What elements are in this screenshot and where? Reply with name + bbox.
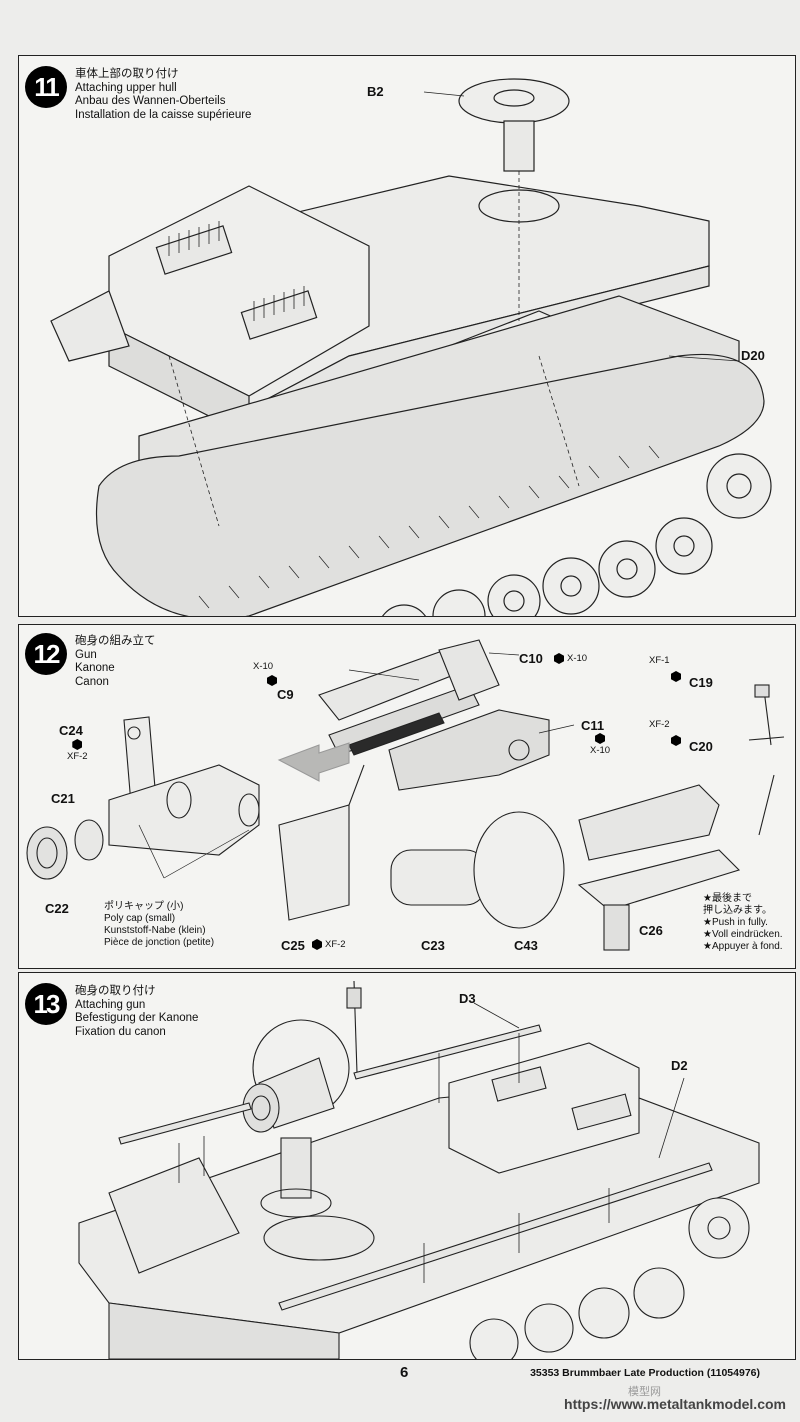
part-label-c25: C25 <box>281 938 305 953</box>
part-label-d20: D20 <box>741 348 765 363</box>
part-label-b2: B2 <box>367 84 384 99</box>
gun-assembly-illustration <box>26 639 785 951</box>
page-number: 6 <box>400 1364 409 1381</box>
title-fr: Canon <box>75 675 109 688</box>
step-number-badge: 13 <box>25 983 67 1025</box>
paint-c9: X-10 <box>253 661 273 672</box>
part-label-c10: C10 <box>519 651 543 666</box>
part-label-c9: C9 <box>277 687 294 702</box>
watermark-cn: 模型网 <box>628 1386 661 1398</box>
part-label-c22: C22 <box>45 901 69 916</box>
paint-xf1: XF-1 <box>649 655 670 666</box>
title-de: Befestigung der Kanone <box>75 1012 199 1024</box>
step-number-badge: 12 <box>25 633 67 675</box>
step-title-block: 砲身の組み立て Gun Kanone Canon <box>75 635 156 689</box>
paint-c11: X-10 <box>590 733 610 756</box>
paint-drop-icon <box>671 671 681 682</box>
title-jp: 砲身の取り付け <box>75 985 156 997</box>
part-label-c20: C20 <box>689 739 713 754</box>
paint-drop-icon <box>671 735 681 746</box>
title-de: Kanone <box>75 662 115 674</box>
title-en: Attaching gun <box>75 998 146 1011</box>
part-label-c26: C26 <box>639 923 663 938</box>
step-number-badge: 11 <box>25 66 67 108</box>
part-label-c23: C23 <box>421 938 445 953</box>
paint-c10: X-10 <box>554 653 587 664</box>
gun-installation-illustration <box>78 980 760 1359</box>
upper-hull-illustration <box>50 78 772 616</box>
title-en: Attaching upper hull <box>75 81 177 94</box>
title-fr: Installation de la caisse supérieure <box>75 108 252 121</box>
title-jp: 砲身の組み立て <box>75 635 156 647</box>
part-label-d2: D2 <box>671 1058 688 1073</box>
paint-c25: XF-2 <box>312 939 346 950</box>
part-label-c11: C11 <box>581 718 605 733</box>
part-label-c19: C19 <box>689 675 713 690</box>
paint-xf2: XF-2 <box>649 719 670 730</box>
step-title-block: 車体上部の取り付け Attaching upper hull Anbau des… <box>75 68 251 122</box>
part-label-c24: C24 <box>59 723 83 738</box>
paint-c24: XF-2 <box>67 739 88 762</box>
title-fr: Fixation du canon <box>75 1025 166 1038</box>
title-jp: 車体上部の取り付け <box>75 68 179 80</box>
part-label-c43: C43 <box>514 938 538 953</box>
step-11-panel: 11 車体上部の取り付け Attaching upper hull Anbau … <box>18 55 796 617</box>
watermark-url: https://www.metaltankmodel.com <box>564 1396 786 1412</box>
step-title-block: 砲身の取り付け Attaching gun Befestigung der Ka… <box>75 985 198 1039</box>
step-12-panel: 12 砲身の組み立て Gun Kanone Canon <box>18 624 796 969</box>
paint-drop-icon <box>267 675 277 686</box>
step-13-panel: 13 砲身の取り付け Attaching gun Befestigung der… <box>18 972 796 1360</box>
title-de: Anbau des Wannen-Oberteils <box>75 95 226 107</box>
push-in-note: ★最後まで 押し込みます。 ★Push in fully. ★Voll eind… <box>703 893 783 952</box>
part-label-c21: C21 <box>51 791 75 806</box>
product-code: 35353 Brummbaer Late Production (1105497… <box>530 1367 760 1379</box>
title-en: Gun <box>75 648 97 661</box>
part-label-d3: D3 <box>459 991 476 1006</box>
paint-code: X-10 <box>253 661 274 672</box>
polycap-note: ポリキャップ (小) Poly cap (small) Kunststoff-N… <box>104 901 215 948</box>
